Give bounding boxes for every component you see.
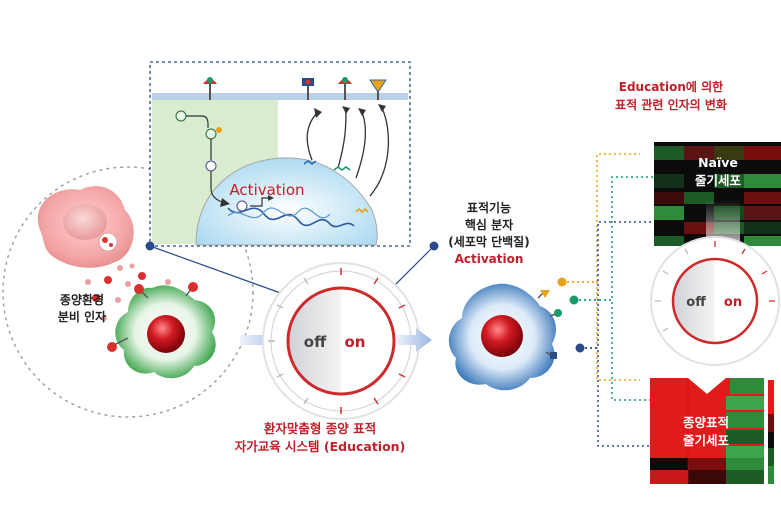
right-title-line-1: Education에 의한 [618, 80, 724, 94]
right-dial-on-label: on [724, 295, 742, 310]
tumor-line-2: 줄기세포 [682, 433, 729, 448]
stem-cell-nucleus [147, 315, 185, 353]
dna-strand [227, 207, 355, 228]
activated-cell-label: 표적기능 핵심 분자 (세포막 단백질) Activation [430, 200, 548, 268]
naive-heatmap [654, 142, 781, 246]
right-title: Education에 의한 표적 관련 인자의 변화 [586, 78, 756, 114]
activated-line-1: 표적기능 [466, 201, 512, 215]
right-title-line-2: 표적 관련 인자의 변화 [615, 98, 727, 112]
naive-line-2: 줄기세포 [694, 173, 741, 188]
activated-cell-nucleus [481, 315, 523, 357]
naive-line-1: Naïve [698, 155, 738, 170]
activated-activation: Activation [454, 252, 524, 266]
inset-leader-left [149, 245, 301, 301]
activated-line-2: 핵심 분자 [464, 218, 514, 232]
education-dial [262, 262, 420, 420]
tumor-heatmap [650, 378, 764, 484]
tumor-panel-label: 종양표적 줄기세포 [656, 414, 756, 450]
arrow-to-activated-cell [396, 328, 432, 352]
activated-receptors [537, 290, 562, 359]
system-caption: 환자맞춤형 종양 표적 자가교육 시스템 (Education) [200, 420, 440, 456]
system-caption-line-1: 환자맞춤형 종양 표적 [263, 421, 377, 436]
left-cell-label: 종양환경 분비 인자 [57, 293, 107, 324]
tumor-cell-nucleus [63, 204, 107, 240]
dial-on-label: on [345, 333, 366, 351]
naive-panel-label: Naïve 줄기세포 [670, 154, 766, 190]
environment-circle [2, 166, 254, 418]
membrane-receptors [203, 77, 387, 100]
system-caption-line-2: 자가교육 시스템 (Education) [234, 439, 406, 454]
activated-line-3: (세포막 단백질) [448, 235, 530, 249]
signaling-cascade [175, 110, 274, 212]
tumor-line-1: 종양표적 [682, 415, 729, 430]
connector-lines [562, 153, 660, 447]
naive-dial [650, 236, 780, 366]
heatmap-color-scale [768, 380, 774, 484]
vesicle [98, 232, 118, 252]
cell-membrane [152, 93, 408, 100]
dial-off-label: off [304, 333, 327, 351]
right-dial-off-label: off [686, 295, 706, 310]
nucleus [195, 157, 378, 246]
inset-activation-label: Activation [229, 181, 305, 199]
